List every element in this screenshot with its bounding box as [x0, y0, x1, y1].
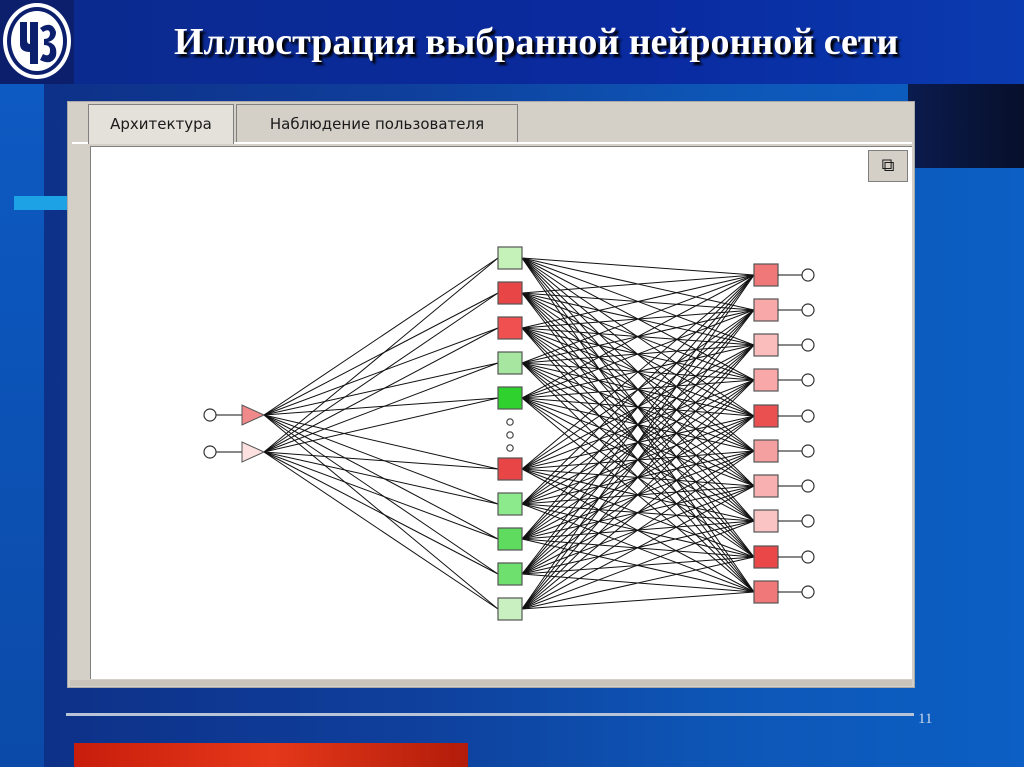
connection-input-hidden — [263, 414, 499, 505]
connection-hidden-output — [521, 274, 755, 399]
connection-hidden-output — [521, 274, 755, 575]
output-node — [753, 263, 779, 287]
output-node — [753, 333, 779, 357]
output-port — [801, 409, 815, 423]
connection-input-hidden — [263, 397, 499, 416]
connection-hidden-output — [521, 556, 755, 610]
input-node — [241, 404, 266, 426]
connection-hidden-output — [521, 520, 755, 610]
input-node — [241, 441, 266, 463]
hidden-node — [497, 457, 523, 481]
copy-button[interactable]: ⧉ — [868, 150, 908, 182]
connection-input-hidden — [263, 451, 499, 505]
connection-input-hidden — [263, 257, 499, 453]
connection-hidden-output — [521, 274, 755, 470]
connection-input-hidden — [263, 362, 499, 416]
connection-input-hidden — [263, 414, 499, 610]
slide-title: Иллюстрация выбранной нейронной сети — [174, 21, 899, 63]
hidden-node — [497, 316, 523, 340]
title-bar: Иллюстрация выбранной нейронной сети — [74, 0, 1024, 84]
hidden-node — [497, 386, 523, 410]
hidden-node — [497, 351, 523, 375]
output-node — [753, 474, 779, 498]
output-node — [753, 368, 779, 392]
connection-hidden-output — [521, 415, 755, 610]
output-node — [753, 580, 779, 604]
connection-hidden-output — [521, 309, 755, 610]
hidden-node — [497, 562, 523, 586]
connection-input-hidden — [263, 292, 499, 453]
connection-hidden-output — [521, 450, 755, 610]
output-node — [753, 509, 779, 533]
output-port — [801, 550, 815, 564]
hidden-node — [497, 246, 523, 270]
network-canvas — [90, 146, 912, 679]
connection-input-hidden — [263, 451, 499, 470]
vertical-dots-icon — [506, 418, 514, 426]
university-logo-icon — [0, 0, 74, 84]
connection-input-hidden — [263, 451, 499, 540]
output-port — [801, 338, 815, 352]
connection-hidden-output — [521, 274, 755, 540]
dark-decor-block — [908, 84, 1024, 168]
connection-input-hidden — [263, 414, 499, 470]
output-port — [801, 514, 815, 528]
app-window: Архитектура Наблюдение пользователя ⧉ — [67, 101, 915, 688]
connection-input-hidden — [263, 327, 499, 453]
connection-input-hidden — [263, 414, 499, 540]
connection-input-hidden — [263, 257, 499, 416]
output-port — [801, 303, 815, 317]
connection-hidden-output — [521, 257, 755, 276]
vertical-dots-icon — [506, 431, 514, 439]
connection-input-hidden — [263, 451, 499, 575]
connection-hidden-output — [521, 274, 755, 610]
output-port — [801, 479, 815, 493]
connection-input-hidden — [263, 362, 499, 453]
hidden-node — [497, 492, 523, 516]
output-node — [753, 404, 779, 428]
connection-hidden-output — [521, 274, 755, 329]
input-port — [203, 408, 217, 422]
output-node — [753, 545, 779, 569]
red-accent-bar — [74, 743, 468, 767]
footer-line — [66, 713, 914, 716]
network-diagram — [203, 246, 815, 621]
hidden-node — [497, 281, 523, 305]
output-node — [753, 298, 779, 322]
slide-number: 11 — [918, 711, 933, 727]
left-decor-strip — [0, 84, 44, 767]
connection-hidden-output — [521, 274, 755, 364]
connection-input-hidden — [263, 451, 499, 610]
connection-input-hidden — [263, 327, 499, 416]
connection-hidden-output — [521, 591, 755, 610]
output-node — [753, 439, 779, 463]
output-port — [801, 444, 815, 458]
copy-icon: ⧉ — [881, 155, 895, 176]
connections — [263, 257, 755, 610]
connection-input-hidden — [263, 414, 499, 575]
vertical-dots-icon — [506, 444, 514, 452]
connection-input-hidden — [263, 292, 499, 416]
connection-hidden-output — [521, 485, 755, 610]
connection-hidden-output — [521, 274, 755, 294]
window-bottom-bar — [70, 680, 912, 686]
hidden-node — [497, 527, 523, 551]
connection-hidden-output — [521, 379, 755, 610]
connection-hidden-output — [521, 274, 755, 505]
cyan-accent-bar — [14, 196, 72, 210]
connection-input-hidden — [263, 397, 499, 453]
tab-user-observation[interactable]: Наблюдение пользователя — [236, 104, 518, 142]
output-port — [801, 373, 815, 387]
connection-hidden-output — [521, 344, 755, 610]
hidden-node — [497, 597, 523, 621]
input-port — [203, 445, 217, 459]
output-port — [801, 585, 815, 599]
tab-architecture[interactable]: Архитектура — [88, 104, 234, 144]
output-port — [801, 268, 815, 282]
tab-separator — [72, 142, 912, 144]
